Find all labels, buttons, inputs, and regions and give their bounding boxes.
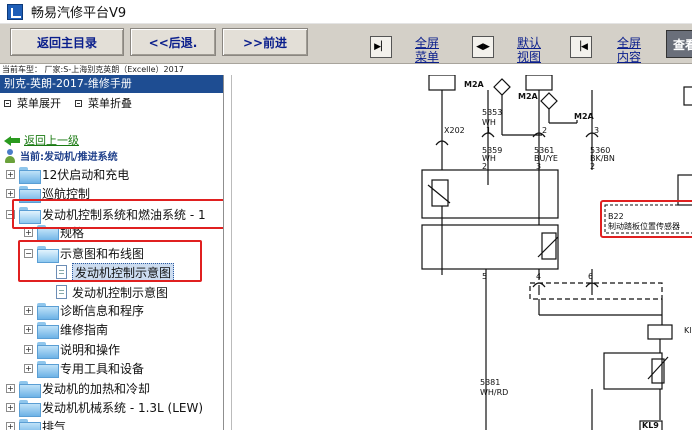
tree-item-description[interactable]: + 说明和操作 xyxy=(24,341,121,359)
folder-icon xyxy=(19,380,41,398)
label-m2a: M2A xyxy=(518,92,538,101)
label-component-name: 制动踏板位置传感器 xyxy=(608,222,680,231)
highlight-box-engine-control xyxy=(12,199,223,229)
label-pin: 6 xyxy=(588,272,594,281)
search-button[interactable]: 查看 xyxy=(666,30,692,58)
label-pin: 2 xyxy=(482,162,488,171)
back-up-link[interactable]: 返回上一级 xyxy=(24,134,79,147)
current-vehicle: 当前车型： 厂家:S-上海别克英朗（Excelle）2017 xyxy=(2,65,184,74)
left-menu-panel: 别克-英朗-2017-维修手册 菜单展开 菜单折叠 返回上一级 当前:发动机/推… xyxy=(0,75,224,430)
folder-icon xyxy=(19,418,41,430)
back-arrow-icon xyxy=(4,135,20,146)
label-pin: 5 xyxy=(482,272,488,281)
label-pin: 3 xyxy=(536,162,542,171)
highlight-box-schematic xyxy=(18,240,202,282)
back-to-main-button[interactable]: 返回主目录 xyxy=(10,28,124,56)
expand-icon[interactable]: + xyxy=(24,305,33,315)
tree-item-12v[interactable]: + 12伏启动和充电 xyxy=(6,166,130,184)
tree-item-engine-mechanical[interactable]: + 发动机机械系统 - 1.3L (LEW) xyxy=(6,399,204,417)
folder-icon xyxy=(37,341,59,359)
folder-icon xyxy=(19,399,41,417)
label-pin: 2 xyxy=(590,162,596,171)
expand-icon[interactable]: + xyxy=(24,363,33,373)
label-pin: 2 xyxy=(542,126,548,135)
collapse-icon[interactable]: − xyxy=(24,248,33,258)
label-wire: 5360 xyxy=(590,146,611,155)
back-up-row[interactable]: 返回上一级 xyxy=(4,132,79,148)
toolbar: 返回主目录 <<后退. >>前进 ▶▏ 全屏 菜单 ◀▶ 默认 视图 ▕◀ 全屏… xyxy=(0,24,692,64)
folder-icon xyxy=(37,360,59,378)
full-menu-icon[interactable]: ▶▏ xyxy=(370,36,392,58)
full-content-icon[interactable]: ▕◀ xyxy=(570,36,592,58)
back-button[interactable]: <<后退. xyxy=(130,28,216,56)
expand-icon[interactable]: + xyxy=(6,402,15,412)
wiring-diagram: M2A M2A M2A 5353 WH X202 1 2 3 5359 WH 5… xyxy=(232,75,692,430)
label-m2a: M2A xyxy=(574,112,594,121)
folder-icon xyxy=(37,321,59,339)
label-wire-color: WH/RD xyxy=(480,388,509,397)
full-menu-link[interactable]: 全屏 菜单 xyxy=(414,36,439,64)
tree-item-cruise[interactable]: + 巡航控制 xyxy=(6,185,91,203)
expand-icon[interactable]: + xyxy=(6,188,15,198)
label-connector: X202 xyxy=(444,126,465,135)
tree-item-repair[interactable]: + 维修指南 xyxy=(24,321,109,339)
tree-item-diagnosis[interactable]: + 诊断信息和程序 xyxy=(24,302,145,320)
tree-item-engine-control[interactable]: − 发动机控制系统和燃油系统 - 1 xyxy=(6,206,206,224)
panel-splitter[interactable] xyxy=(224,75,232,430)
app-title: 畅易汽修平台V9 xyxy=(31,6,127,21)
tree-item-heating-cooling[interactable]: + 发动机的加热和冷却 xyxy=(6,380,151,398)
title-bar: 畅易汽修平台V9 xyxy=(0,0,692,24)
label-wire: 5381 xyxy=(480,378,501,387)
collapse-icon[interactable]: − xyxy=(6,209,15,219)
default-view-icon[interactable]: ◀▶ xyxy=(472,36,494,58)
label-component-id: Kl xyxy=(684,326,692,335)
open-folder-icon xyxy=(19,206,41,224)
expand-all-link[interactable]: 菜单展开 xyxy=(17,97,61,110)
expand-icon[interactable]: + xyxy=(24,344,33,354)
label-wire-color: WH xyxy=(482,154,496,163)
label-wire-color: BU/YE xyxy=(534,154,558,163)
label-pin: 1 xyxy=(486,126,492,135)
folder-icon xyxy=(19,166,41,184)
app-logo-icon xyxy=(7,3,23,20)
label-wire-color: WH xyxy=(482,118,496,127)
user-icon xyxy=(4,148,16,163)
label-wire: 5359 xyxy=(482,146,503,155)
open-folder-icon xyxy=(37,245,59,263)
label-wire-color: BK/BN xyxy=(590,154,615,163)
label-wire: 5361 xyxy=(534,146,555,155)
expand-icon[interactable]: + xyxy=(6,169,15,179)
forward-button[interactable]: >>前进 xyxy=(222,28,308,56)
document-icon xyxy=(56,265,67,279)
expand-icon[interactable]: + xyxy=(6,421,15,430)
default-view-link[interactable]: 默认 视图 xyxy=(516,36,541,64)
expand-all-icon xyxy=(4,99,11,107)
expand-icon[interactable]: + xyxy=(24,324,33,334)
manual-title: 别克-英朗-2017-维修手册 xyxy=(0,75,223,93)
current-section: 当前:发动机/推进系统 xyxy=(4,148,118,163)
tree-item-tools[interactable]: + 专用工具和设备 xyxy=(24,360,145,378)
tree-item-schematics[interactable]: − 示意图和布线图 xyxy=(24,245,145,263)
label-pin: 3 xyxy=(594,126,600,135)
label-m2a: M2A xyxy=(464,80,484,89)
label-wire: 5353 xyxy=(482,108,503,117)
tree-item-engine-schematic[interactable]: 发动机控制示意图 xyxy=(56,283,168,301)
wiring-diagram-svg xyxy=(421,75,692,430)
folder-icon xyxy=(37,302,59,320)
tree-item-exhaust[interactable]: + 排气 xyxy=(6,417,66,430)
label-pin: 4 xyxy=(536,272,542,281)
label-component-id: B22 xyxy=(608,212,624,221)
label-component-id: KL9 xyxy=(642,421,659,430)
collapse-all-link[interactable]: 菜单折叠 xyxy=(88,97,132,110)
expand-collapse-row: 菜单展开 菜单折叠 xyxy=(0,93,223,113)
collapse-all-icon xyxy=(75,99,82,107)
full-content-link[interactable]: 全屏 内容 xyxy=(616,36,641,64)
expand-icon[interactable]: + xyxy=(6,383,15,393)
document-icon xyxy=(56,285,67,299)
